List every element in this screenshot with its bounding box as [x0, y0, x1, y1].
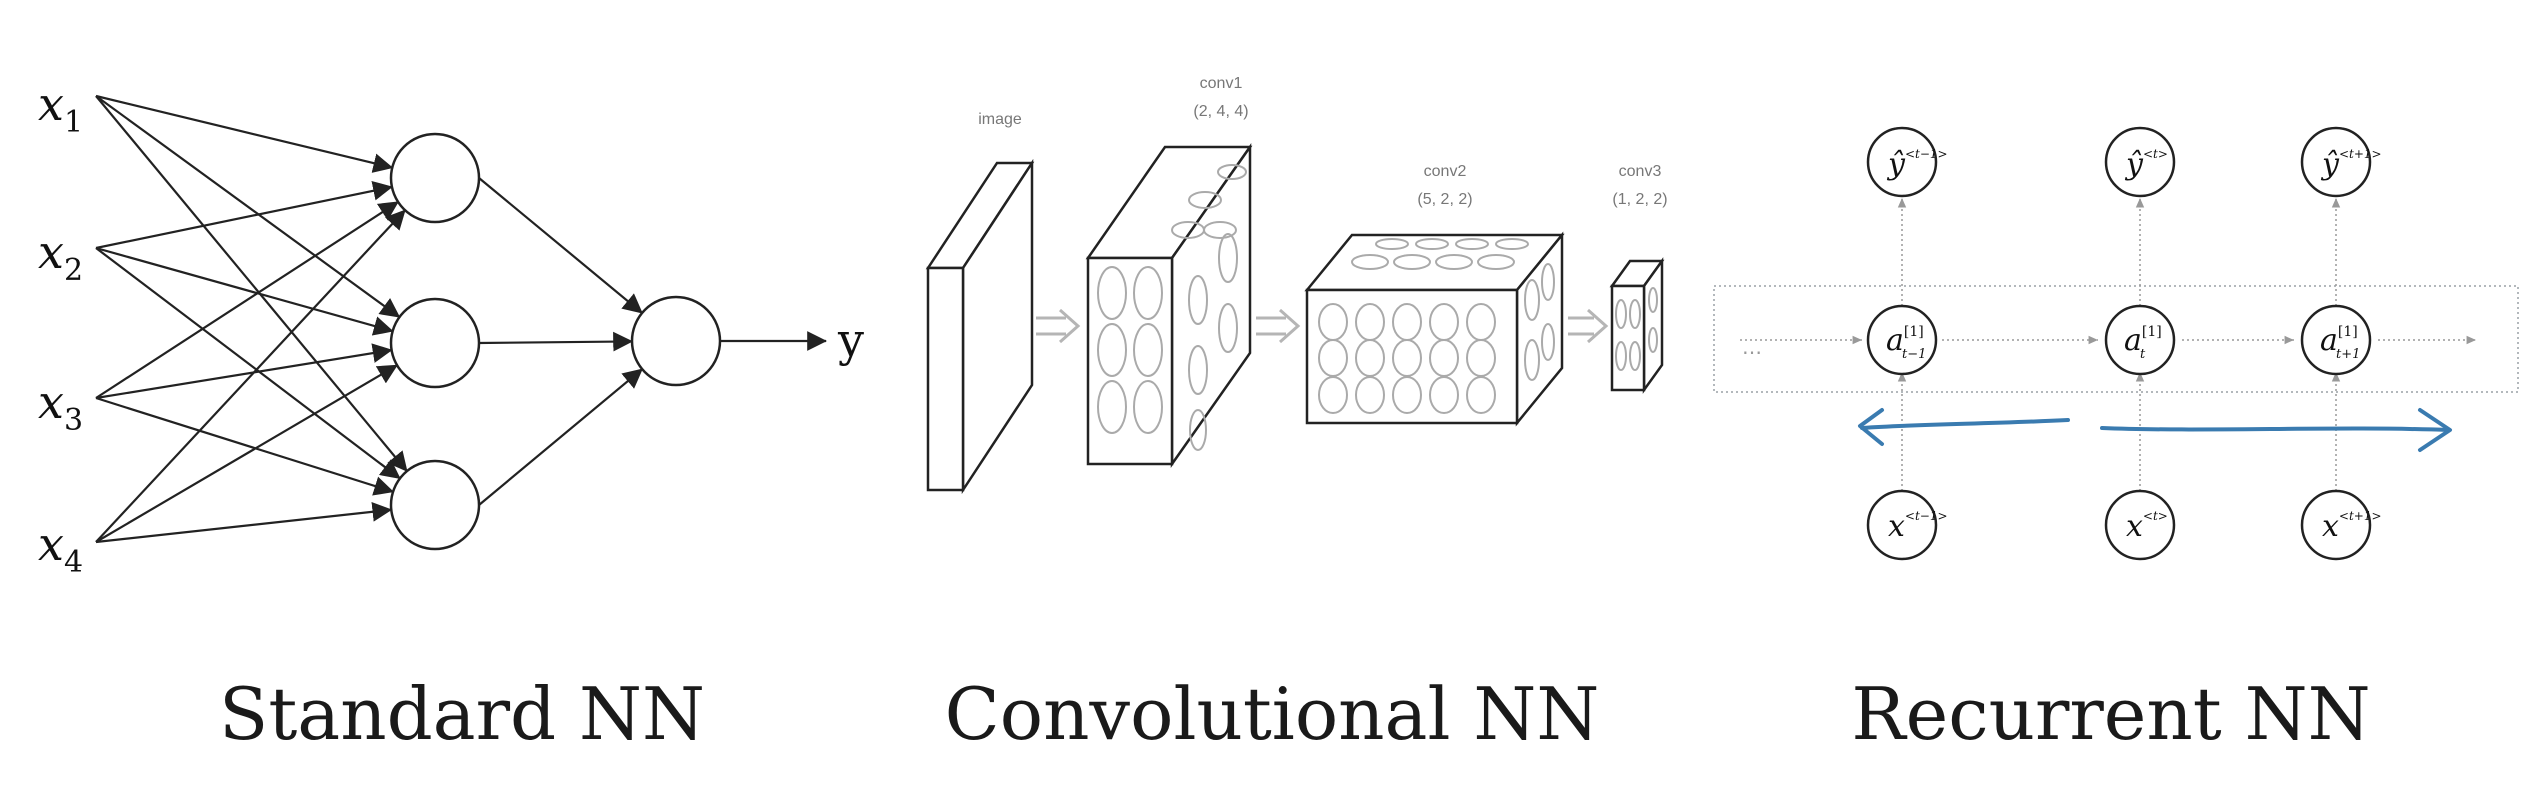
rnn-input-label-3: x<t+1>: [2322, 509, 2382, 544]
conv-image-volume: [925, 158, 1035, 495]
rnn-input-node-1: [1866, 489, 1938, 561]
snn-hidden-neuron-1: [389, 132, 481, 224]
caption-convolutional-nn: Convolutional NN: [944, 672, 1600, 756]
conv1-label: conv1: [1200, 75, 1243, 92]
caption-recurrent-nn: Recurrent NN: [1851, 672, 2371, 756]
snn-edge-x4-h1: [95, 209, 406, 543]
conv-nn-diagram: image conv1 (2, 4, 4): [925, 75, 1668, 495]
standard-nn-diagram: x1 x2 x3 x4 y: [38, 77, 864, 580]
snn-hidden-neuron-3: [389, 459, 481, 551]
snn-edge-x3-h3: [95, 396, 394, 496]
snn-edge-x4-h3: [95, 501, 393, 544]
rnn-bidirectional-annotation: [1858, 408, 2452, 452]
rnn-hidden-label-3: a[1]t+1: [2320, 323, 2360, 362]
rnn-ellipsis: …: [1742, 335, 1762, 359]
conv1-dims: (2, 4, 4): [1193, 103, 1248, 120]
snn-edge-x1-h3: [95, 95, 408, 472]
caption-standard-nn: Standard NN: [219, 672, 705, 756]
snn-edge-x3-h2: [95, 343, 393, 400]
snn-edge-x1-h1: [95, 94, 394, 173]
rnn-output-label-3: ŷ<t+1>: [2320, 147, 2382, 182]
snn-input-x2: x2: [38, 225, 83, 288]
snn-edge-h1-out: [478, 177, 643, 314]
snn-input-x1: x1: [38, 77, 83, 140]
snn-edge-h2-out: [478, 331, 633, 352]
rnn-output-node-2: [2104, 126, 2176, 198]
rnn-output-label-1: ŷ<t−1>: [1886, 147, 1948, 182]
rnn-layer-box: [1713, 285, 2519, 393]
rnn-output-node-3: [2300, 126, 2372, 198]
conv3-dims: (1, 2, 2): [1612, 191, 1667, 208]
conv2-label: conv2: [1424, 163, 1467, 180]
conv2-volume: [1304, 231, 1565, 427]
rnn-hidden-label-1: a[1]t−1: [1886, 323, 1926, 362]
recurrent-nn-diagram: … ŷ<t−1> ŷ<t> ŷ<t+1> a[1]t−1 a[1]t a[1]t…: [1713, 126, 2519, 561]
snn-edge-x3-h1: [95, 201, 399, 399]
rnn-input-node-3: [2300, 489, 2372, 561]
rnn-output-node-1: [1866, 126, 1938, 198]
conv-image-label: image: [978, 111, 1022, 128]
snn-input-x3: x3: [38, 375, 83, 438]
rnn-input-node-2: [2104, 489, 2176, 561]
rnn-hidden-node-3: [2300, 304, 2372, 376]
snn-edge-x4-h2: [95, 364, 398, 543]
snn-edge-x1-h2: [95, 95, 401, 318]
conv2-dims: (5, 2, 2): [1417, 191, 1472, 208]
conv-flow-arrows: [1036, 308, 1609, 344]
rnn-input-label-1: x<t−1>: [1888, 509, 1948, 544]
rnn-input-label-2: x<t>: [2126, 509, 2168, 544]
conv3-label: conv3: [1619, 163, 1662, 180]
snn-edge-x2-h1: [95, 181, 393, 250]
conv1-volume: [1085, 143, 1253, 468]
rnn-hidden-label-2: a[1]t: [2124, 323, 2162, 362]
rnn-output-label-2: ŷ<t>: [2124, 147, 2168, 182]
snn-input-x4: x4: [38, 517, 83, 580]
snn-edge-x2-h2: [95, 246, 394, 336]
rnn-hidden-node-1: [1866, 304, 1938, 376]
snn-output-neuron: [630, 295, 722, 387]
rnn-hidden-node-2: [2104, 304, 2176, 376]
snn-hidden-neuron-2: [389, 297, 481, 389]
snn-edges: [95, 94, 827, 544]
snn-edge-x2-h3: [95, 247, 401, 480]
conv3-volume: [1609, 257, 1665, 394]
snn-output-label: y: [837, 313, 864, 367]
snn-edge-h3-out: [478, 368, 643, 506]
